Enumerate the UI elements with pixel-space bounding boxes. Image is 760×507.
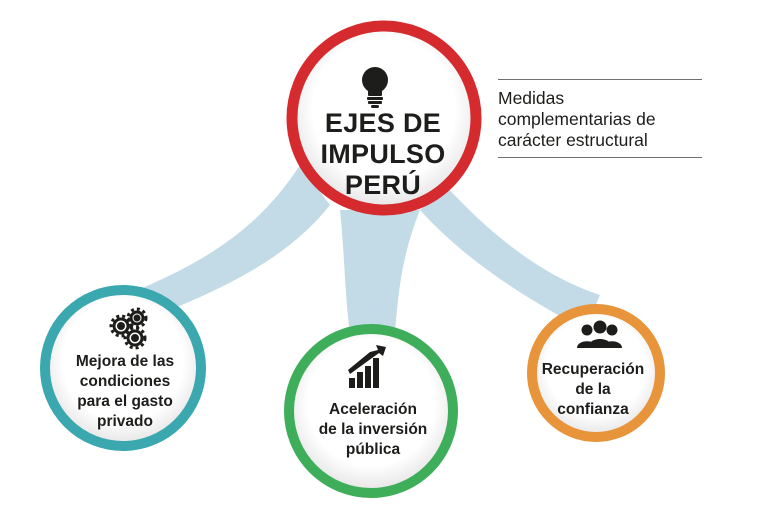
branch-center-line-1: Aceleración xyxy=(329,401,417,418)
lightbulb-icon xyxy=(362,67,388,108)
main-title-line-2: IMPULSO xyxy=(320,139,446,169)
branch-node-right xyxy=(527,304,665,442)
side-note-line-1: Medidas xyxy=(498,88,565,108)
branch-node-left xyxy=(40,285,206,451)
main-node-title: EJES DE IMPULSO PERÚ xyxy=(308,108,458,201)
main-title-line-1: EJES DE xyxy=(324,108,442,138)
branch-center-line-2: de la inversión xyxy=(318,421,428,438)
branch-right-line-1: Recuperación xyxy=(541,361,645,378)
gears-icon xyxy=(109,307,148,350)
side-note: Medidas complementarias de carácter estr… xyxy=(498,79,702,158)
branch-right-line-3: confianza xyxy=(557,401,629,418)
branch-left-line-1: Mejora de las xyxy=(75,353,175,370)
branch-node-center xyxy=(284,324,458,498)
connector-center xyxy=(340,210,420,332)
branch-right-line-2: de la xyxy=(575,381,611,398)
main-node-ring xyxy=(286,20,482,216)
growth-chart-icon xyxy=(348,345,386,388)
branch-center-label: Aceleración de la inversión pública xyxy=(298,400,448,460)
connector-right xyxy=(420,185,600,330)
branch-left-line-4: privado xyxy=(97,413,153,430)
people-group-icon xyxy=(577,320,622,348)
branch-left-line-3: para el gasto xyxy=(77,393,173,410)
side-note-line-2: complementarias de xyxy=(498,109,656,129)
side-note-line-3: carácter estructural xyxy=(498,130,648,150)
connectors xyxy=(138,165,600,332)
branch-center-ring xyxy=(284,324,458,498)
branch-center-line-3: pública xyxy=(345,441,401,458)
branch-right-ring xyxy=(527,304,665,442)
main-title-line-3: PERÚ xyxy=(344,170,422,200)
branch-left-line-2: condiciones xyxy=(79,373,171,390)
connector-left xyxy=(138,165,330,318)
branch-left-label: Mejora de las condiciones para el gasto … xyxy=(55,352,195,432)
branch-left-ring xyxy=(40,285,206,451)
branch-right-label: Recuperación de la confianza xyxy=(537,360,649,420)
main-node xyxy=(286,20,482,216)
